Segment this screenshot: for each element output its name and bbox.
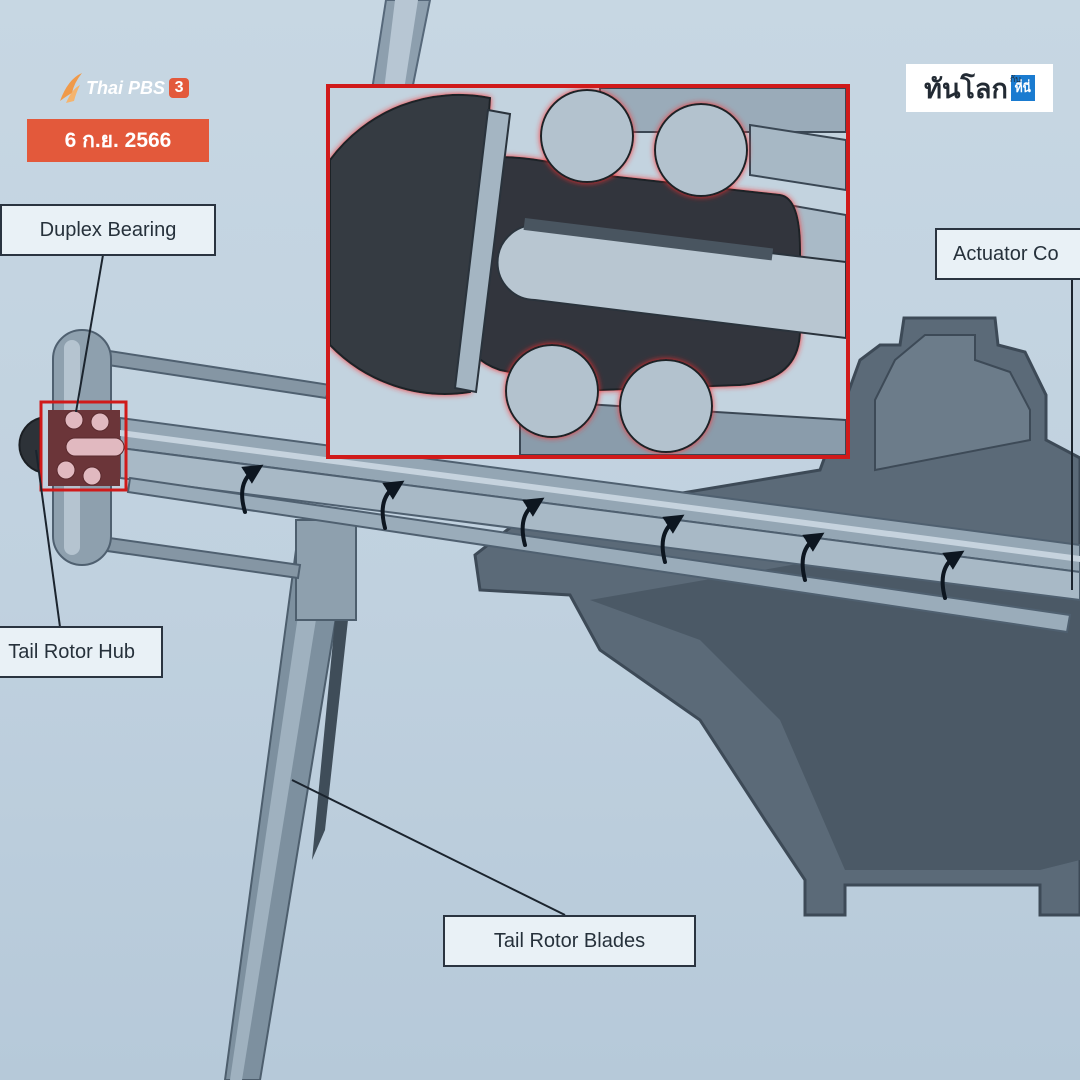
shaft-shine xyxy=(120,430,1080,562)
retaining-plate-inset xyxy=(453,108,512,394)
bearing-ball-inset xyxy=(540,89,634,183)
rotation-arrow-icon xyxy=(380,480,405,530)
bearing-ball-inset xyxy=(505,344,599,438)
pitch-shaft-inner xyxy=(126,476,1072,634)
rotation-arrow-icon xyxy=(940,550,965,600)
channel-logo-icon xyxy=(60,73,82,103)
program-small-text: กับ xyxy=(1009,75,1021,85)
label-tail-rotor-hub: Tail Rotor Hub xyxy=(0,626,163,678)
inset-frame xyxy=(326,84,850,459)
blade-root xyxy=(295,519,357,621)
bearing-shaft-small xyxy=(65,437,125,457)
label-duplex-bearing: Duplex Bearing xyxy=(0,204,216,256)
bearing-ball-small xyxy=(64,410,84,430)
leader-hub xyxy=(35,449,61,628)
program-title: ทันโลก xyxy=(924,73,1008,105)
highlight-box-small xyxy=(39,400,128,492)
bearing-ball-small xyxy=(82,466,102,486)
leader-blades xyxy=(291,779,566,916)
hub-cap-inset xyxy=(330,93,492,395)
gearbox-lower-shadow xyxy=(590,540,1080,870)
gearbox-top-cap xyxy=(874,334,1031,472)
date-badge: 6 ก.ย. 2566 xyxy=(27,119,209,162)
blade-edge-shadow xyxy=(312,620,348,860)
bearing-ball-inset xyxy=(654,103,748,197)
channel-logo: Thai PBS 3 xyxy=(58,70,190,106)
channel-number: 3 xyxy=(169,78,190,98)
tail-rotor-blade-lower-highlight xyxy=(230,520,332,1080)
rotation-arrow-icon xyxy=(660,514,685,564)
grip-bar-upper xyxy=(86,346,332,400)
bearing-ball-small xyxy=(56,460,76,480)
grip-bar-lower xyxy=(84,533,302,580)
rotation-arrow-icon xyxy=(240,464,264,514)
hub-nose-cap xyxy=(18,416,41,474)
program-box: ที่นี่ xyxy=(1010,75,1035,101)
leader-duplex xyxy=(75,254,104,413)
rotation-arrow-icon xyxy=(800,532,825,582)
program-logo: ทันโลก กับ ที่นี่ xyxy=(906,64,1053,112)
label-tail-rotor-blades: Tail Rotor Blades xyxy=(443,915,696,967)
bearing-ball-inset xyxy=(619,359,713,453)
bearing-ball-small xyxy=(90,412,110,432)
label-actuator: Actuator Co xyxy=(935,228,1080,280)
channel-name: Thai PBS xyxy=(86,77,166,98)
rotation-arrow-icon xyxy=(520,497,545,547)
zoom-inset xyxy=(326,84,850,459)
upper-pylon-highlight xyxy=(384,0,418,90)
